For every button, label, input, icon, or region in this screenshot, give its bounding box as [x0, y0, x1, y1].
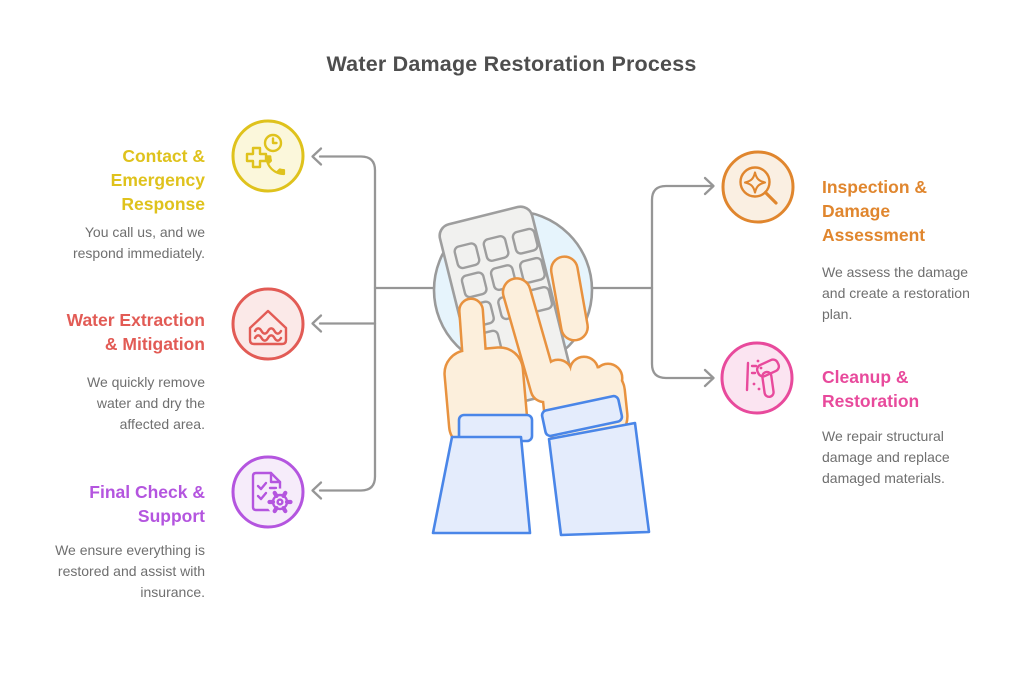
step-contact-emergency-response: Contact & Emergency Response	[35, 144, 205, 216]
step-inspection-damage-assessment: Inspection & Damage Assessment	[822, 175, 994, 247]
step-heading: Water Extraction & Mitigation	[66, 310, 205, 354]
phone-hands-illustration	[431, 205, 651, 537]
step-inspection-description: We assess the damage and create a restor…	[822, 262, 994, 325]
checklist-gear-icon	[231, 455, 305, 529]
step-final-check-description: We ensure everything is restored and ass…	[35, 540, 205, 603]
step-heading: Cleanup & Restoration	[822, 367, 920, 411]
arrow-left-bottom-icon	[311, 481, 323, 500]
step-final-check-support: Final Check & Support	[35, 480, 205, 528]
hammer-sparkles-icon	[720, 341, 794, 415]
arrow-left-middle-icon	[311, 314, 323, 333]
step-cleanup-restoration: Cleanup & Restoration	[822, 365, 994, 413]
step-water-extraction-description: We quickly remove water and dry the affe…	[35, 372, 205, 435]
arrow-right-bottom-icon	[703, 368, 715, 388]
arrow-left-top-icon	[311, 147, 323, 166]
step-description: We ensure everything is restored and ass…	[55, 542, 205, 600]
step-cleanup-description: We repair structural damage and replace …	[822, 426, 994, 489]
step-description: We quickly remove water and dry the affe…	[86, 374, 205, 432]
emergency-call-icon	[231, 119, 305, 193]
arrow-right-top-icon	[703, 176, 715, 196]
step-heading: Inspection & Damage Assessment	[822, 177, 928, 245]
right-sleeve	[540, 394, 651, 537]
step-description: We repair structural damage and replace …	[822, 428, 950, 486]
step-description: You call us, and we respond immediately.	[72, 224, 205, 261]
step-heading: Contact & Emergency Response	[110, 146, 205, 214]
right-connector-trunk	[650, 184, 714, 380]
left-sleeve	[431, 413, 534, 535]
step-heading: Final Check & Support	[89, 482, 205, 526]
flooded-house-icon	[231, 287, 305, 361]
step-description: We assess the damage and create a restor…	[822, 264, 970, 322]
magnifier-sparkle-icon	[721, 150, 795, 224]
step-water-extraction-mitigation: Water Extraction & Mitigation	[35, 308, 205, 356]
step-contact-description: You call us, and we respond immediately.	[35, 222, 205, 264]
page-title: Water Damage Restoration Process	[326, 52, 697, 76]
